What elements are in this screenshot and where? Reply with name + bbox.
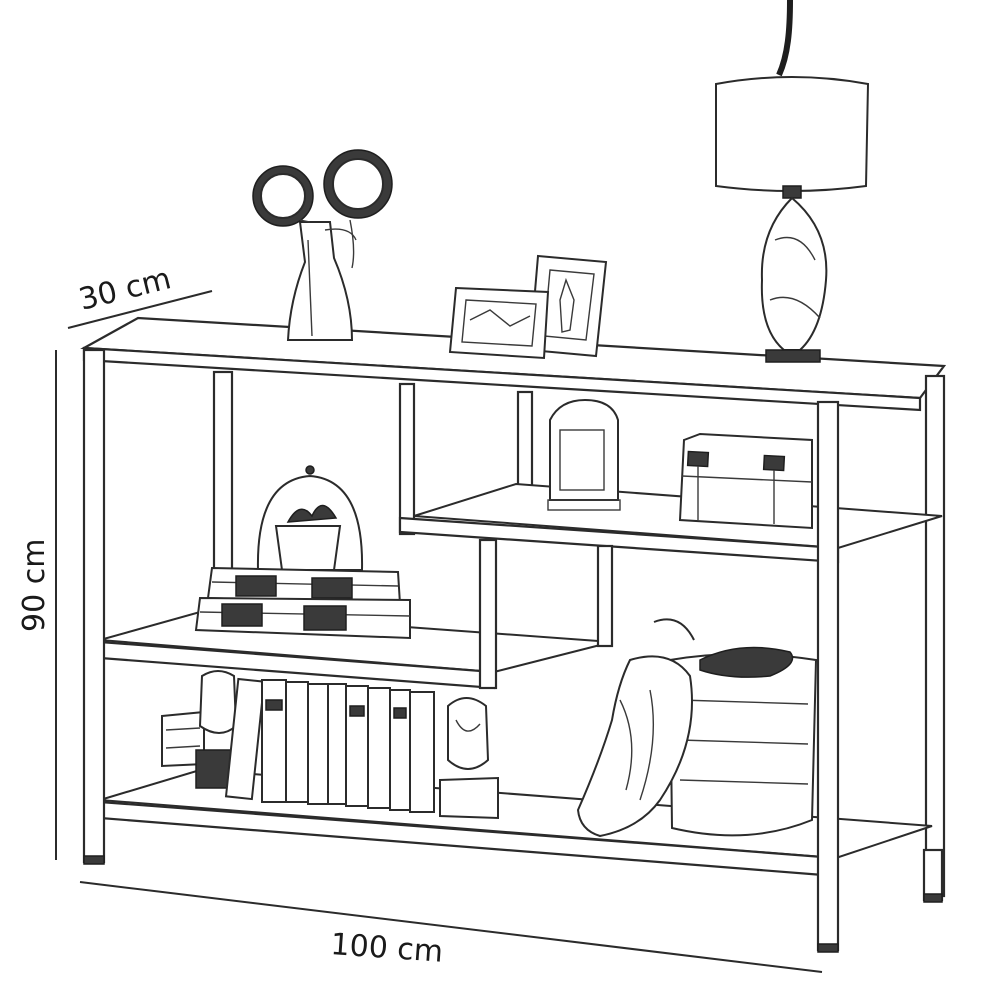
dimension-height: 90 cm bbox=[17, 350, 57, 860]
sculpture-bookend bbox=[439, 697, 499, 820]
height-label: 90 cm bbox=[17, 539, 52, 632]
width-label: 100 cm bbox=[329, 927, 444, 970]
picture-frames bbox=[448, 254, 608, 360]
table-lamp bbox=[715, 76, 870, 363]
row-of-books bbox=[224, 677, 435, 813]
stacked-books bbox=[194, 566, 411, 640]
cloche-plant bbox=[256, 465, 364, 571]
glass-jar bbox=[547, 398, 621, 511]
bottom-left-decor bbox=[161, 670, 238, 789]
flower-vase bbox=[252, 149, 393, 341]
depth-label: 30 cm bbox=[75, 261, 174, 318]
basket-with-blanket bbox=[576, 618, 818, 838]
storage-box bbox=[678, 432, 813, 530]
back-legs bbox=[212, 370, 946, 902]
lamp-cord bbox=[776, 0, 793, 77]
leg-feet bbox=[83, 855, 943, 953]
dimension-width: 100 cm bbox=[79, 881, 823, 973]
middle-right-shelf bbox=[398, 382, 943, 564]
